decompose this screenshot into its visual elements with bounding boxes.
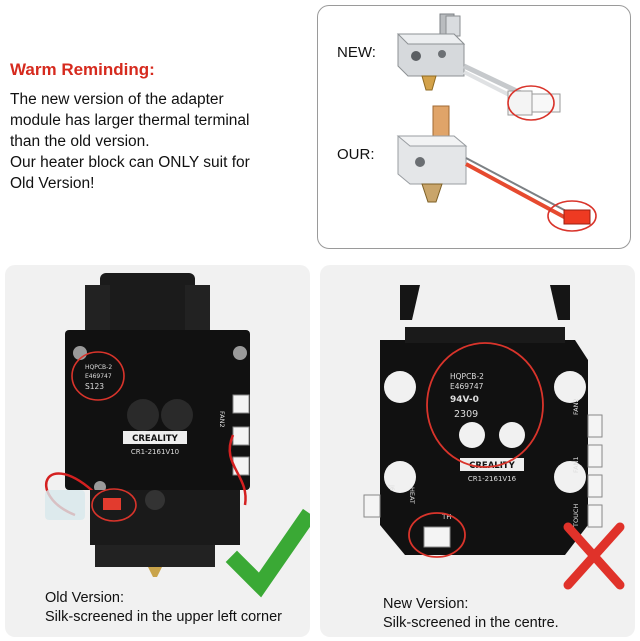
old-caption-title: Old Version: [45, 590, 124, 606]
new-heater-block [396, 13, 561, 121]
reminder-line-5: Old Version! [10, 175, 95, 192]
new-adapter-board: HQPCB-2 E469747 94V-0 2309 CREALITY CR1-… [363, 285, 625, 590]
new-terminal-highlight-circle [408, 512, 466, 558]
new-th-label: TH [441, 513, 452, 521]
new-silk-line-3: 94V-0 [450, 395, 479, 405]
old-silk-highlight-circle [71, 351, 125, 401]
old-brand-label: CREALITY [132, 434, 179, 444]
new-board-pcb [380, 340, 588, 555]
old-adapter-board: HQPCB-2 E469747 S123 CREALITY CR1-2161V1… [45, 273, 310, 598]
new-silk-line-1: HQPCB-2 [450, 372, 484, 381]
warm-reminding-title: Warm Reminding: [10, 60, 155, 79]
old-silk-line-2: E469747 [85, 373, 112, 380]
new-caption-text: Silk-screened in the centre. [383, 615, 559, 631]
new-version-panel: HQPCB-2 E469747 94V-0 2309 CREALITY CR1-… [320, 265, 635, 637]
new-caption-title: New Version: [383, 596, 469, 612]
new-silk-highlight-circle [426, 342, 544, 468]
new-fan2-label: FAN2 [572, 398, 580, 415]
old-fan-label: FAN2 [218, 411, 226, 428]
new-silk-line-4: 2309 [454, 409, 478, 420]
new-silk-line-2: E469747 [450, 382, 484, 391]
check-mark-icon [225, 508, 310, 598]
new-touch-label: TOUCH [572, 504, 580, 528]
cross-mark-icon [563, 522, 625, 590]
new-j6-label: J6 [388, 484, 396, 491]
reminder-line-1: The new version of the adapter [10, 91, 224, 108]
old-silk-line-3: S123 [85, 382, 104, 391]
new-heat-label: HEAT [408, 487, 416, 504]
our-heater-block [396, 105, 597, 232]
old-caption-text: Silk-screened in the upper left corner [45, 609, 282, 625]
our-terminal-highlight-circle [547, 200, 597, 232]
heater-comparison-illustration [396, 13, 597, 232]
old-model-label: CR1-2161V10 [131, 448, 179, 456]
reminder-line-3: than the old version. [10, 133, 150, 150]
reminder-line-4: Our heater block can ONLY suit for [10, 154, 250, 171]
old-version-panel: HQPCB-2 E469747 S123 CREALITY CR1-2161V1… [5, 265, 310, 637]
new-label: NEW: [337, 44, 376, 61]
old-board-clip [100, 273, 195, 333]
old-terminal-highlight-circle [91, 488, 137, 522]
new-terminal-highlight-circle [507, 85, 555, 121]
old-silk-line-1: HQPCB-2 [85, 364, 112, 371]
comparison-card: NEW: OUR: [317, 5, 631, 249]
our-label: OUR: [337, 146, 375, 163]
reminder-line-2: module has larger thermal terminal [10, 112, 250, 129]
new-fan1-label: FAN1 [572, 456, 580, 473]
new-model-label: CR1-2161V16 [468, 475, 517, 483]
